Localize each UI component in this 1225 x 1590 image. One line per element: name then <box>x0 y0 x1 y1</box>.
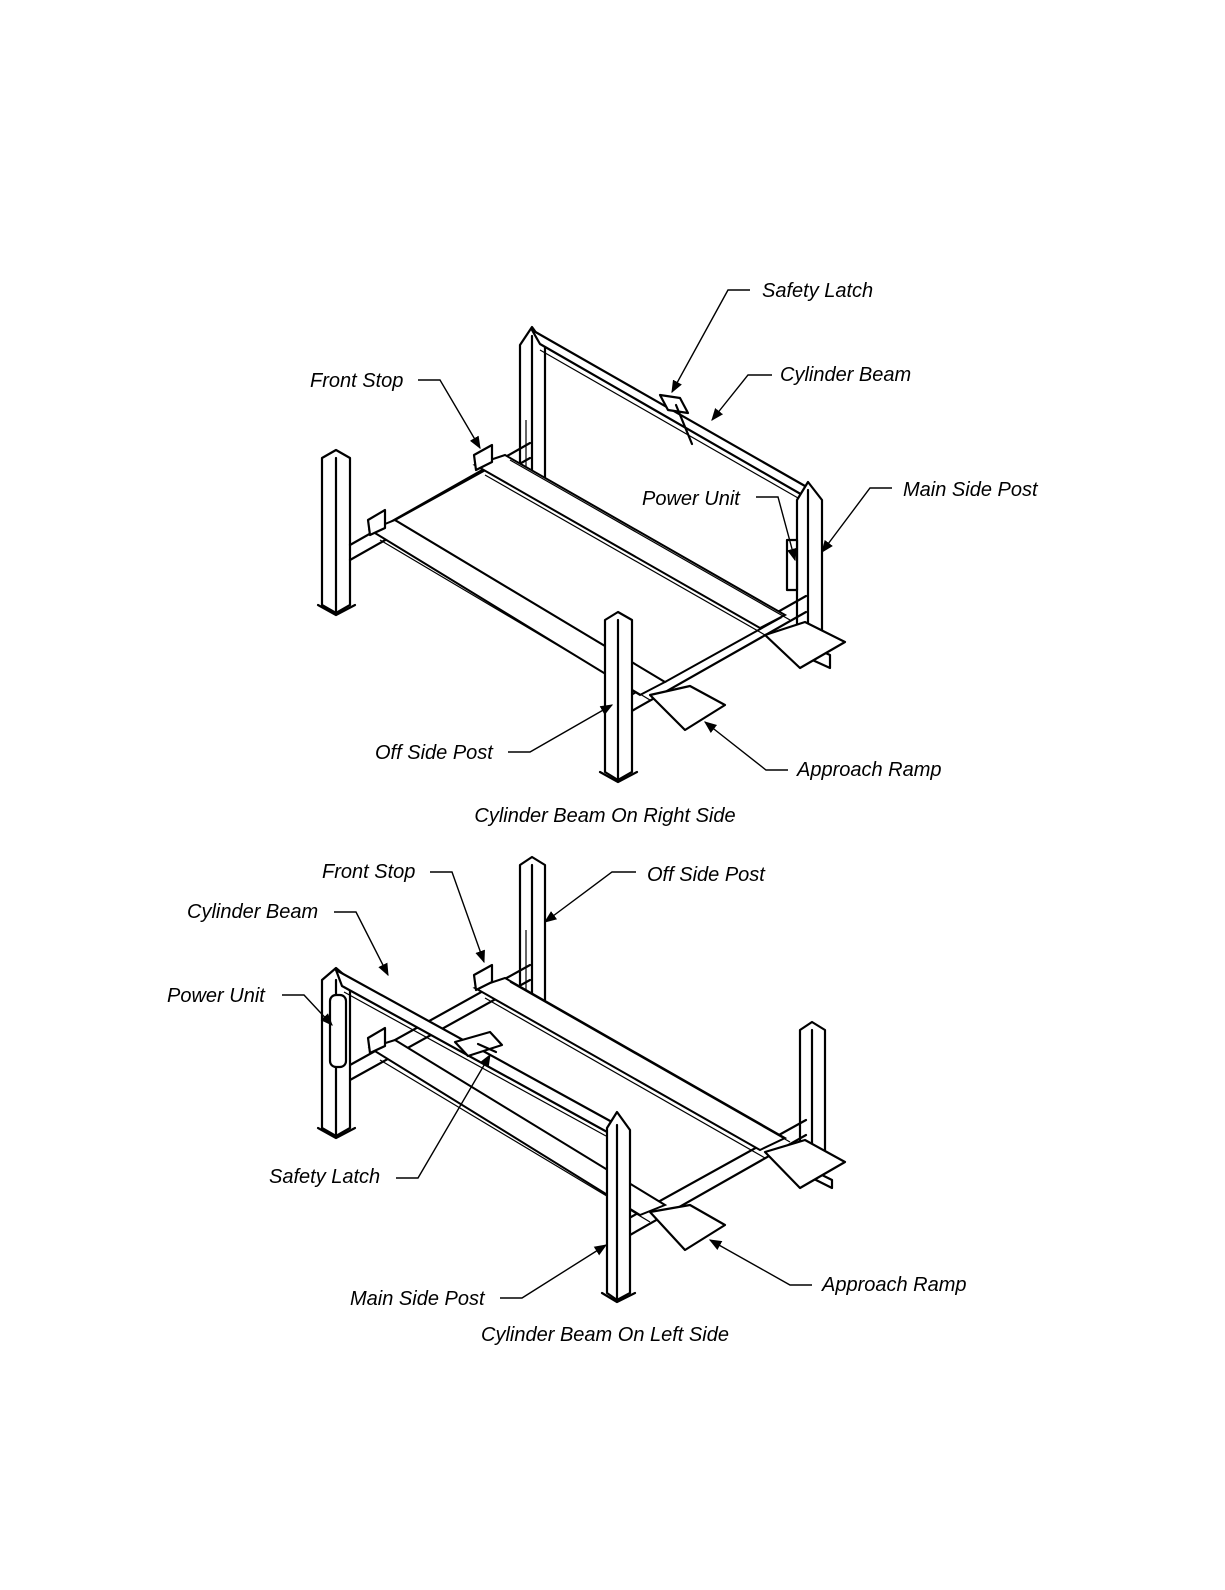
fig1-power-unit-label: Power Unit <box>642 488 741 510</box>
fig1-off-side-post <box>600 612 637 782</box>
fig1-cylinder-beam-label: Cylinder Beam <box>780 364 911 386</box>
fig1-cylinder-beam <box>532 330 818 504</box>
fig2-caption: Cylinder Beam On Left Side <box>481 1324 729 1346</box>
fig2-front-stop-label: Front Stop <box>322 861 415 883</box>
fig2-power-unit-label: Power Unit <box>167 985 266 1007</box>
fig2-off-side-post-label: Off Side Post <box>647 864 766 886</box>
fig1-main-side-post-label: Main Side Post <box>903 479 1039 501</box>
fig1-runways <box>368 445 790 700</box>
fig2-off-side-post <box>520 857 545 1008</box>
fig1-front-left-post <box>318 450 355 615</box>
fig2-main-side-post-label: Main Side Post <box>350 1288 486 1310</box>
fig2-main-side-post <box>602 1112 635 1302</box>
fig1-off-side-post-label: Off Side Post <box>375 742 494 764</box>
figure-1-right-side: Safety Latch Cylinder Beam Front Stop Po… <box>310 280 1039 827</box>
fig2-approach-ramp-label: Approach Ramp <box>821 1274 967 1296</box>
fig2-runways <box>368 965 790 1222</box>
figure-2-left-side: Front Stop Off Side Post Cylinder Beam P… <box>167 857 967 1346</box>
fig1-caption: Cylinder Beam On Right Side <box>474 805 735 827</box>
fig1-front-stop-label: Front Stop <box>310 370 403 392</box>
fig1-approach-ramp-label: Approach Ramp <box>796 759 942 781</box>
fig2-cylinder-beam-label: Cylinder Beam <box>187 901 318 923</box>
fig1-safety-latch-label: Safety Latch <box>762 280 873 302</box>
fig2-approach-ramps <box>650 1140 845 1250</box>
fig2-front-left-post <box>318 968 355 1138</box>
fig2-safety-latch-label: Safety Latch <box>269 1166 380 1188</box>
